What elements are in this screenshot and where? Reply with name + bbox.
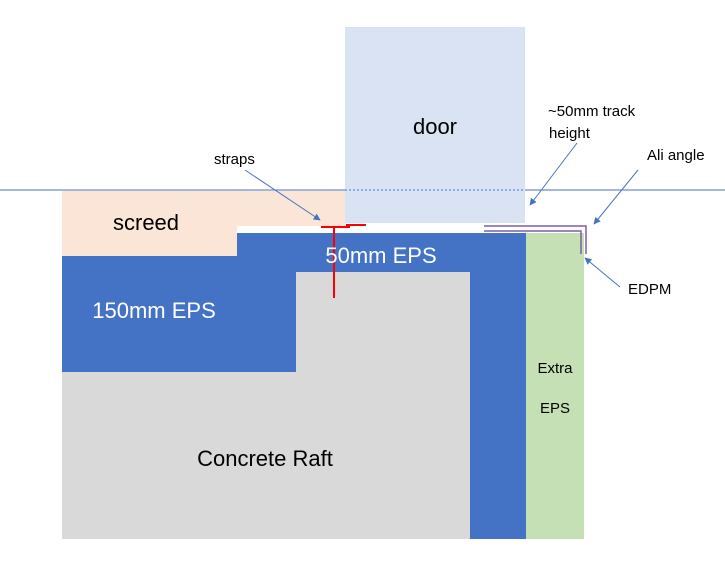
concrete-raft-label: Concrete Raft	[197, 446, 333, 471]
straps-label: straps	[214, 151, 255, 168]
edpm-label: EDPM	[628, 281, 671, 298]
concrete-raft-upper	[296, 272, 472, 372]
extra-eps-label: Extra	[537, 360, 573, 377]
eps-50-label: 50mm EPS	[325, 243, 436, 268]
extra-eps-label-2: EPS	[540, 400, 570, 417]
door-label: door	[413, 114, 457, 139]
concrete-raft	[62, 372, 472, 539]
eps-insulation	[62, 233, 526, 539]
screed-label: screed	[113, 210, 179, 235]
track-height-label: ~50mm track	[548, 103, 636, 120]
track-height-label-2: height	[549, 125, 591, 142]
ali-angle-label: Ali angle	[647, 147, 705, 164]
edpm-membrane	[484, 225, 587, 254]
ali-angle	[484, 230, 582, 254]
straps	[321, 224, 366, 298]
extra-eps	[526, 233, 584, 539]
screed-layer	[62, 191, 346, 256]
eps-150-label: 150mm EPS	[92, 298, 216, 323]
leader-lines	[244, 142, 639, 288]
